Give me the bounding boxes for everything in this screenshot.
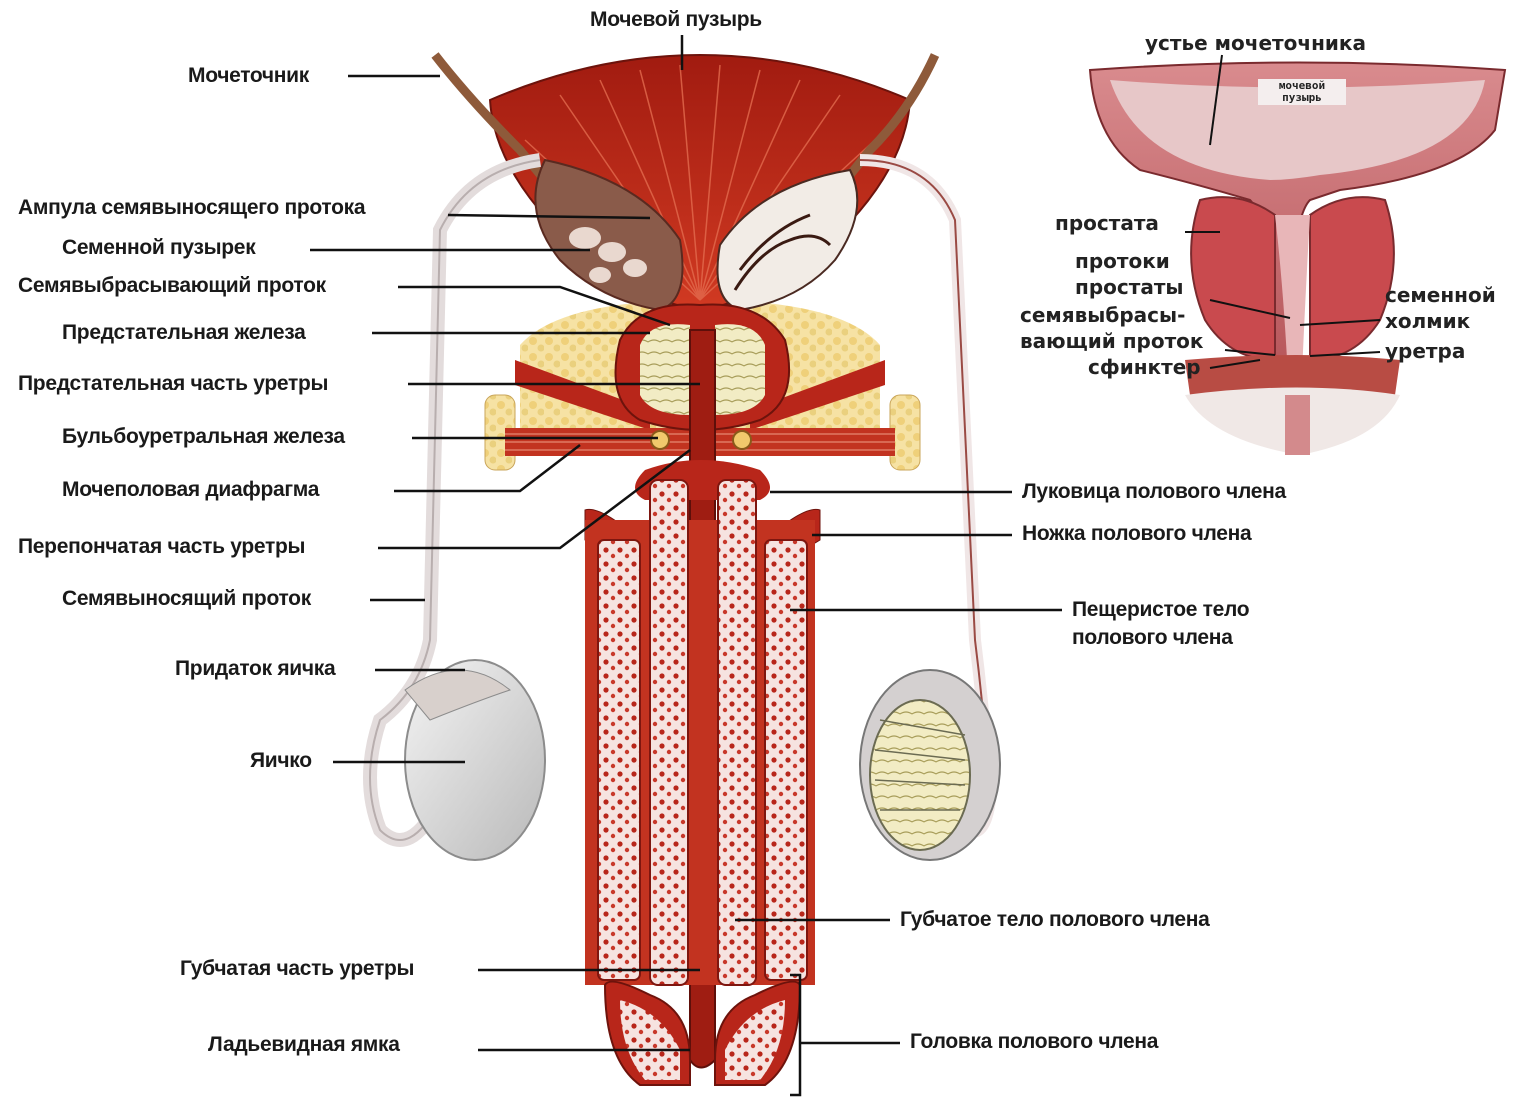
spongy-body-label: Губчатое тело полового члена	[900, 908, 1210, 932]
bulbourethral-gland-right	[733, 431, 751, 449]
vas-deferens-label: Семявыносящий проток	[62, 587, 311, 611]
epididymis-label: Придаток яичка	[175, 657, 335, 681]
inset-prostate-label: простата	[1055, 210, 1159, 236]
spongy-urethra-label: Губчатая часть уретры	[180, 957, 414, 981]
ejaculatory-duct-label: Семявыбрасывающий проток	[18, 274, 326, 298]
bulbourethral-gland-label: Бульбоуретральная железа	[62, 425, 345, 449]
bulbourethral-gland-left	[651, 431, 669, 449]
inset-colliculus-label-line2: холмик	[1385, 308, 1470, 334]
penis-shaft	[585, 480, 815, 985]
prostate-label: Предстательная железа	[62, 321, 306, 345]
glans-label: Головка полового члена	[910, 1030, 1158, 1054]
ampulla-label: Ампула семявыносящего протока	[18, 196, 365, 220]
prostatic-urethra-label: Предстательная часть уретры	[18, 372, 328, 396]
bladder-label: Мочевой пузырь	[590, 8, 762, 32]
inset-urethra-label: уретра	[1385, 338, 1465, 364]
membranous-urethra-label: Перепончатая часть уретры	[18, 535, 305, 559]
testis-left	[405, 660, 545, 860]
penis-bulb-label: Луковица полового члена	[1022, 480, 1286, 504]
inset-ducts-label-line2: простаты	[1075, 274, 1184, 300]
inset-ureter-orifice-label: устье мочеточника	[1145, 30, 1366, 56]
crus-label: Ножка полового члена	[1022, 522, 1251, 546]
ureter-label: Мочеточник	[188, 64, 309, 88]
cavernous-body-label-line2: полового члена	[1072, 626, 1233, 650]
inset-ejac-duct-label-line1: семявыбрасы-	[1020, 302, 1185, 328]
urogenital-diaphragm-label: Мочеполовая диафрагма	[62, 478, 319, 502]
cavernous-body-label-line1: Пещеристое тело	[1072, 598, 1249, 622]
inset-bladder-label: мочевой пузырь	[1258, 79, 1346, 105]
inset-colliculus-label-line1: семенной	[1385, 282, 1496, 308]
inset-bladder-label-line2: пузырь	[1260, 92, 1344, 104]
testis-label: Яичко	[250, 749, 312, 773]
inset-sphincter-label: сфинктер	[1088, 354, 1201, 380]
inset-ducts-label-line1: протоки	[1075, 248, 1170, 274]
navicular-fossa-label: Ладьевидная ямка	[208, 1033, 400, 1057]
seminal-vesicle-label: Семенной пузырек	[62, 236, 255, 260]
testis-right	[860, 670, 1000, 860]
inset-ejac-duct-label-line2: вающий проток	[1020, 328, 1203, 354]
